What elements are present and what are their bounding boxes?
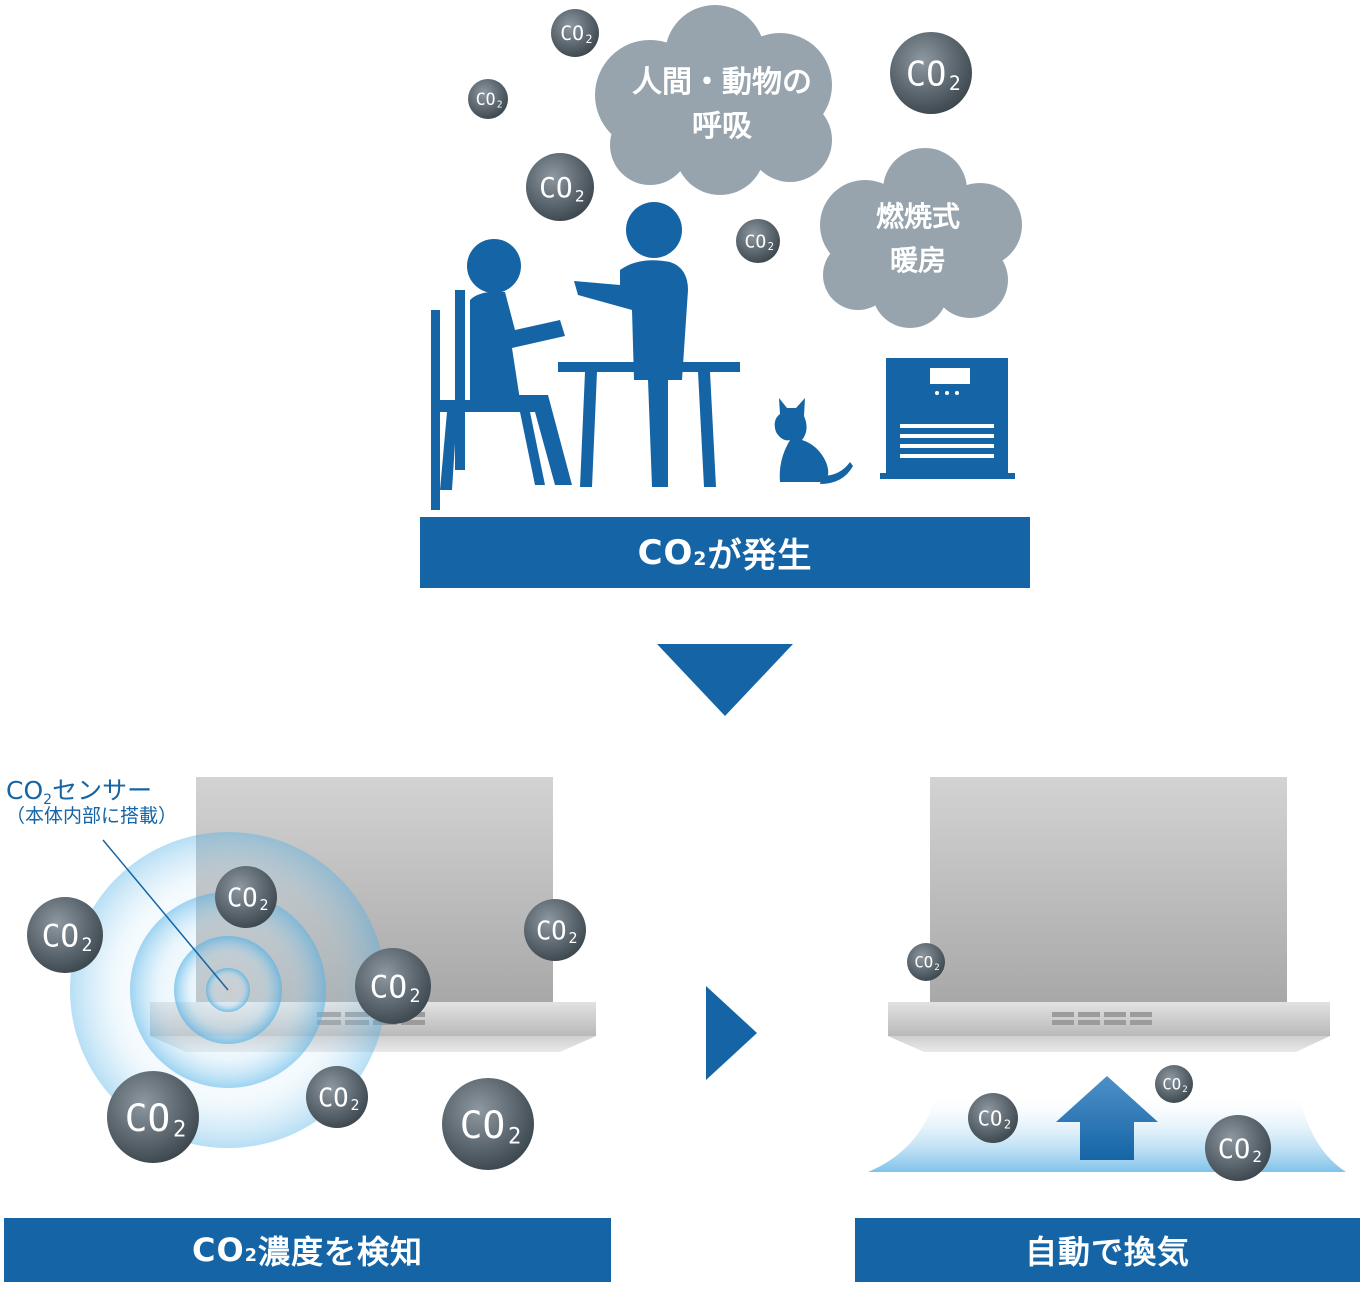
co2-bubble-shape (524, 899, 586, 961)
co2-bubble-label: CO (125, 1096, 170, 1140)
co2-bubble-label: CO (906, 54, 946, 93)
breathing-cloud-line2: 呼吸 (692, 109, 752, 144)
co2-bubble-subscript: 2 (259, 896, 268, 914)
sensor-pointer-line (102, 839, 229, 991)
co2-bubble-shape (907, 943, 945, 981)
sensor-label-text: センサー (52, 776, 153, 805)
co2-bubble-subscript: 2 (173, 1117, 186, 1142)
co2-bubble-shape (442, 1078, 534, 1170)
co2-bubble-shape (968, 1093, 1018, 1143)
co2-bubble-subscript: 2 (575, 186, 585, 205)
banner-generate-text: が発生 (707, 536, 813, 576)
banner-co2-subscript: 2 (244, 1246, 258, 1267)
co2-bubble-label: CO (1162, 1076, 1181, 1094)
co2-bubble-label: CO (536, 915, 567, 945)
co2-bubble-subscript: 2 (1004, 1118, 1011, 1132)
breathing-cloud (595, 5, 832, 195)
heating-cloud-line2: 暖房 (890, 244, 946, 277)
co2-bubble-subscript: 2 (508, 1124, 521, 1149)
banner-ventilate-text: 自動で換気 (1024, 1233, 1190, 1271)
sensor-label-note: （本体内部に搭載） (6, 804, 178, 827)
co2-bubble-label: CO (745, 232, 767, 253)
sensor-co2-text: CO (6, 776, 44, 805)
co2-bubble-shape (736, 219, 780, 263)
co2-bubble-shape (468, 79, 508, 119)
sensor-co2-subscript: 2 (43, 792, 53, 808)
right-arrow-icon (706, 986, 757, 1080)
co2-bubble-shape (306, 1066, 368, 1128)
co2-bubble-subscript: 2 (934, 963, 939, 973)
co2-bubble-subscript: 2 (1252, 1147, 1262, 1166)
co2-bubble-label: CO (978, 1107, 1003, 1131)
co2-bubble-label: CO (476, 90, 496, 109)
co2-bubble-label: CO (370, 969, 408, 1005)
co2-bubble-subscript: 2 (1182, 1085, 1187, 1095)
auto-ventilate-banner: 自動で換気 (855, 1218, 1360, 1282)
co2-bubble-subscript: 2 (568, 929, 577, 947)
co2-sensor-label: CO2センサー （本体内部に搭載） (6, 776, 178, 828)
co2-bubble-shape (890, 32, 972, 114)
heater-details (900, 368, 994, 458)
co2-bubble-shape (551, 9, 599, 57)
co2-bubble-label: CO (1218, 1134, 1251, 1165)
co2-bubble-shape (215, 866, 277, 928)
co2-bubble-subscript: 2 (82, 935, 93, 956)
co2-bubble-label: CO (539, 171, 573, 204)
co2-bubble-label: CO (914, 954, 933, 972)
co2-bubble-label: CO (560, 22, 584, 45)
co2-bubble-subscript: 2 (585, 32, 592, 46)
down-arrow-icon (657, 644, 793, 716)
range-hood-right (888, 777, 1330, 1052)
co2-bubble-shape (27, 897, 103, 973)
co2-bubble-subscript: 2 (410, 986, 421, 1007)
banner-co2-subscript: 2 (693, 548, 708, 570)
co2-bubble-subscript: 2 (350, 1096, 359, 1114)
co2-bubble-shape (107, 1071, 199, 1163)
heating-cloud (820, 148, 1022, 328)
banner-co2-text: CO (192, 1231, 245, 1269)
co2-bubble-label: CO (227, 882, 258, 912)
co2-bubble-subscript: 2 (768, 241, 774, 253)
co2-bubble-shape (526, 153, 594, 221)
dining-scene-icon (431, 202, 1015, 510)
banner-detect-text: 濃度を検知 (257, 1233, 423, 1271)
banner-co2-text: CO (637, 532, 694, 573)
co2-bubble-label: CO (318, 1082, 349, 1112)
up-arrow-icon (1056, 1076, 1158, 1160)
heating-cloud-line1: 燃焼式 (876, 200, 960, 233)
co2-bubble-subscript: 2 (497, 99, 503, 110)
co2-bubble-label: CO (42, 918, 80, 954)
co2-bubble-shape (1205, 1115, 1271, 1181)
co2-bubble-label: CO (460, 1103, 505, 1147)
co2-bubble-shape (1155, 1065, 1193, 1103)
co2-bubble-subscript: 2 (949, 72, 961, 95)
co2-bubble-shape (355, 948, 431, 1024)
breathing-cloud-line1: 人間・動物の (632, 65, 812, 100)
